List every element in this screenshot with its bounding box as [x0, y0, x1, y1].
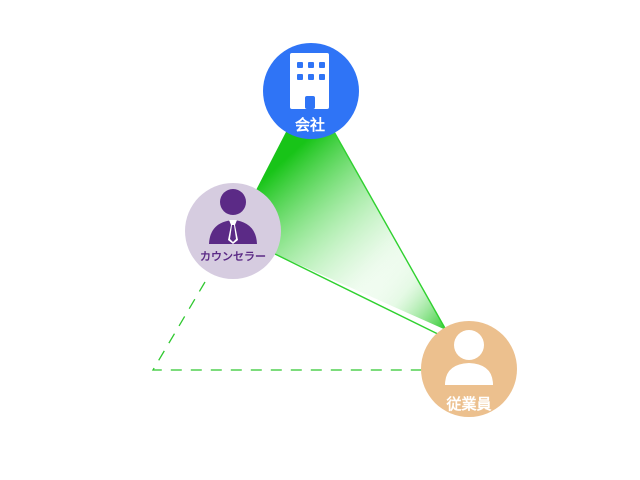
- company-employee-line: [332, 129, 447, 331]
- counselor-node: カウンセラー: [185, 183, 281, 279]
- employee-node: 従業員: [421, 321, 517, 417]
- counselor-employee-line: [274, 253, 447, 339]
- person-icon: [445, 330, 493, 385]
- counselor-person-icon: [209, 189, 257, 244]
- employee-label: 従業員: [445, 395, 491, 413]
- building-icon: [290, 53, 329, 109]
- relationship-beam-glow: [275, 130, 446, 330]
- counselor-label: カウンセラー: [200, 250, 266, 263]
- company-node: 会社: [263, 43, 359, 139]
- company-label: 会社: [295, 116, 325, 134]
- dashed-connection: [151, 281, 422, 371]
